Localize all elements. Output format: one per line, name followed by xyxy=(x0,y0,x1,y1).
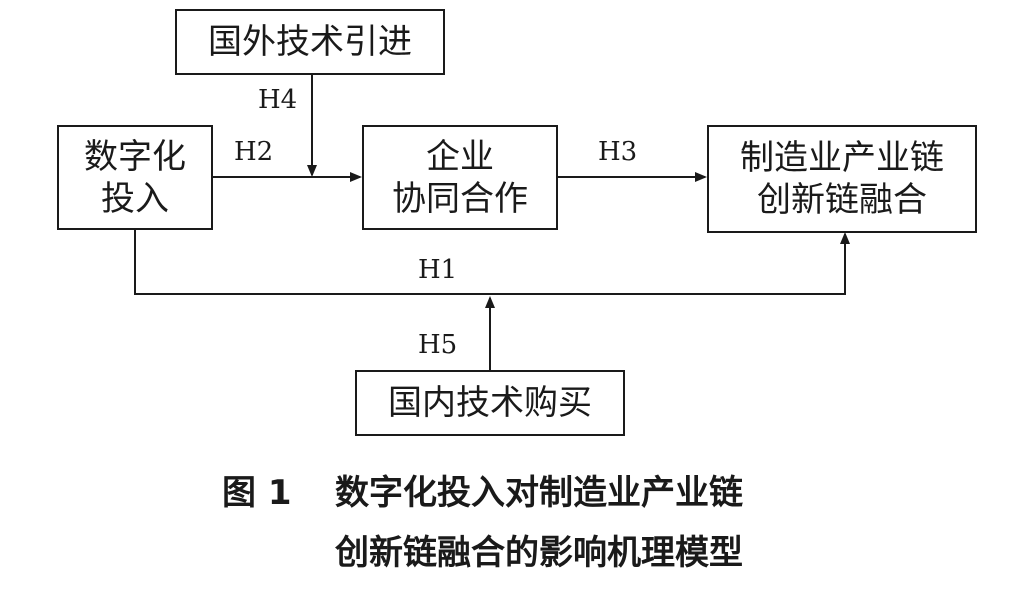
node-domestic-tech: 国内技术购买 xyxy=(355,370,625,436)
node-chain-fusion: 制造业产业链 创新链融合 xyxy=(707,125,977,233)
node-enterprise-coop-line2: 协同合作 xyxy=(392,178,528,219)
node-chain-fusion-line1: 制造业产业链 xyxy=(740,138,944,178)
node-digital-input-line1: 数字化 xyxy=(84,136,186,177)
node-foreign-tech-label: 国外技术引进 xyxy=(208,22,412,62)
edge-label-h5: H5 xyxy=(418,330,458,360)
caption-line-2: 创新链融合的影响机理模型 xyxy=(335,533,743,573)
node-enterprise-coop: 企业 协同合作 xyxy=(362,125,558,230)
node-domestic-tech-label: 国内技术购买 xyxy=(388,383,592,423)
node-foreign-tech: 国外技术引进 xyxy=(175,9,445,75)
edge-label-h2: H2 xyxy=(234,137,274,167)
node-digital-input-line2: 投入 xyxy=(101,178,169,219)
edge-label-h4: H4 xyxy=(258,85,298,115)
edge-label-h1: H1 xyxy=(418,255,458,285)
node-enterprise-coop-line1: 企业 xyxy=(426,136,494,177)
edge-label-h3: H3 xyxy=(598,137,638,167)
node-digital-input: 数字化 投入 xyxy=(57,125,213,230)
edge-h1 xyxy=(134,229,850,295)
figure-number: 图 1 xyxy=(222,473,292,513)
caption-line-1: 数字化投入对制造业产业链 xyxy=(335,473,743,513)
node-chain-fusion-line2: 创新链融合 xyxy=(757,180,927,220)
